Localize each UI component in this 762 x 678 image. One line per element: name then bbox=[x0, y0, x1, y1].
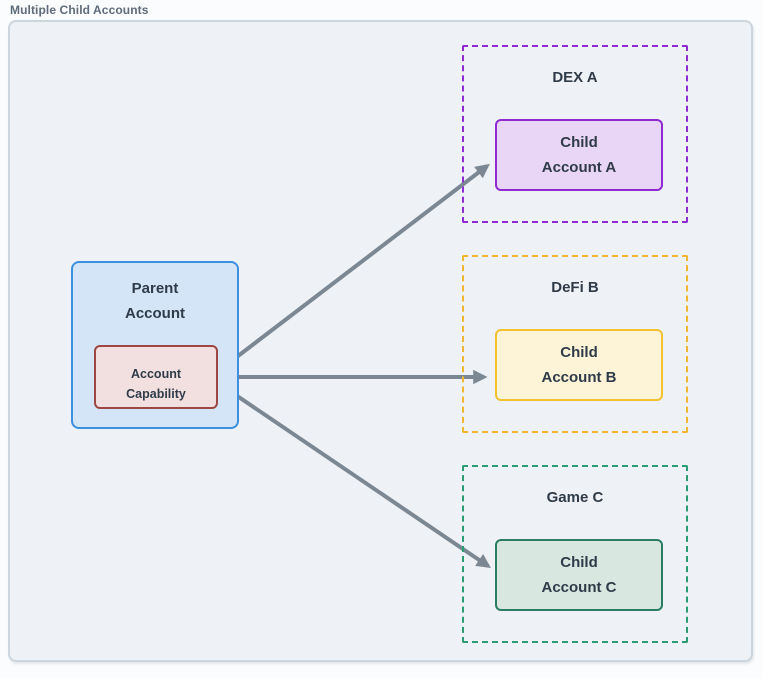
arrow-capability-to-child-c bbox=[219, 383, 491, 569]
child-account-a-box: Child Account A bbox=[495, 119, 663, 191]
child-account-a-label: Child Account A bbox=[541, 133, 617, 176]
diagram-canvas: Parent Account Account Capability DEX A … bbox=[8, 20, 753, 662]
arrow-capability-to-child-a bbox=[219, 163, 490, 371]
child-account-b-box: Child Account B bbox=[495, 329, 663, 401]
child-account-c-box: Child Account C bbox=[495, 539, 663, 611]
account-capability-box: Account Capability bbox=[94, 345, 218, 409]
parent-account-box: Parent Account Account Capability bbox=[71, 261, 239, 429]
group-label-game-c: Game C bbox=[546, 489, 604, 506]
child-account-b-label: Child Account B bbox=[541, 343, 617, 386]
group-box-game-c: Game C Child Account C bbox=[462, 465, 688, 643]
child-account-c-label: Child Account C bbox=[541, 553, 617, 596]
group-box-dex-a: DEX A Child Account A bbox=[462, 45, 688, 223]
parent-account-label: Parent Account bbox=[125, 280, 185, 323]
group-label-defi-b: DeFi B bbox=[551, 279, 599, 296]
diagram-title: Multiple Child Accounts bbox=[10, 3, 149, 17]
group-box-defi-b: DeFi B Child Account B bbox=[462, 255, 688, 433]
account-capability-label: Account Capability bbox=[126, 366, 186, 401]
group-label-dex-a: DEX A bbox=[552, 69, 598, 86]
